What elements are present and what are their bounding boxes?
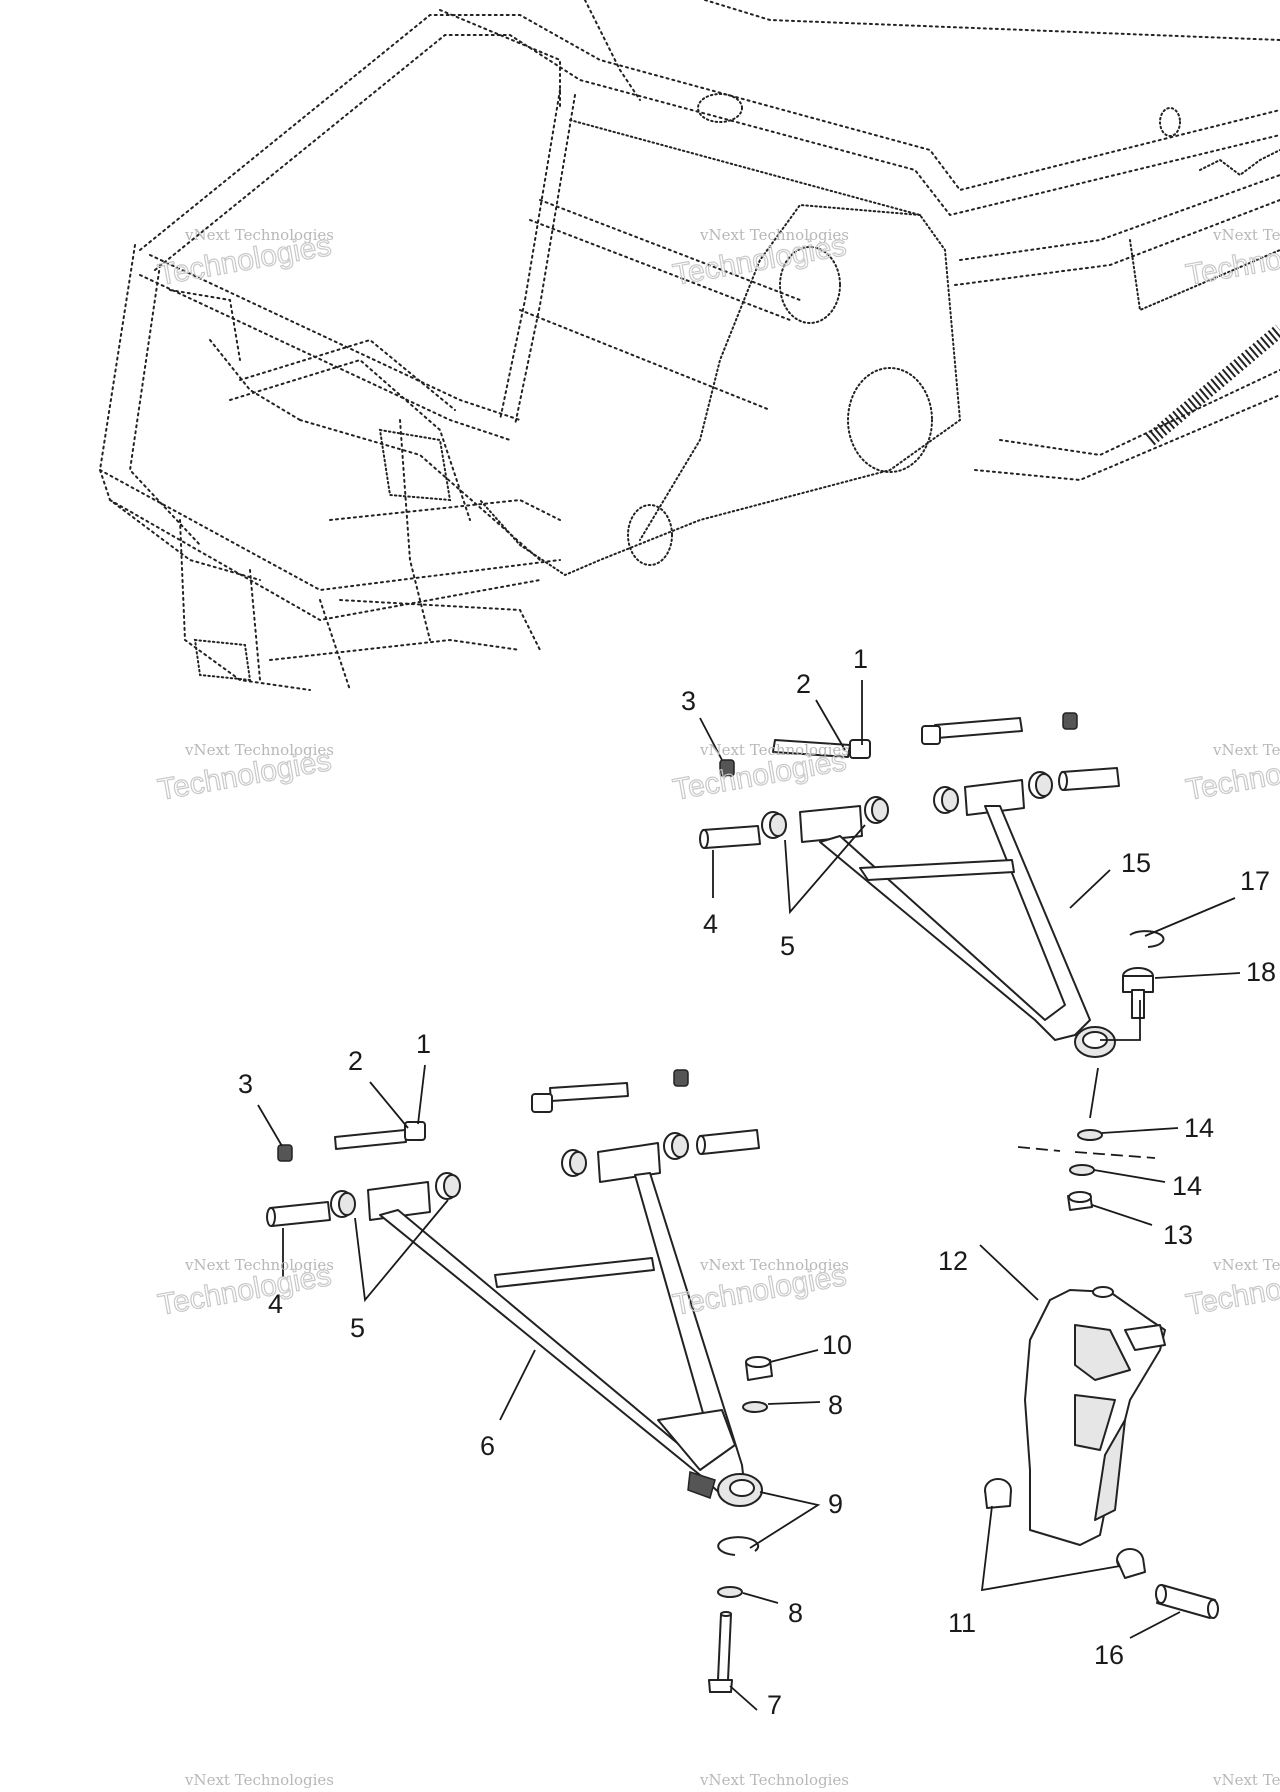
upper-nut-3	[719, 712, 1078, 777]
svg-text:vNext Technologies: vNext Technologies	[699, 741, 849, 759]
callout-upper-15: 15	[1121, 848, 1151, 878]
upper-nut-13	[1067, 1191, 1093, 1211]
upper-bolt-1	[772, 739, 871, 759]
watermark: vNext Technologies Technologies	[155, 226, 334, 292]
chassis-frame	[98, 0, 1280, 691]
lower-nut-3	[277, 1069, 689, 1162]
spindle-sleeve-16	[1155, 1584, 1219, 1619]
upper-snap-ring-17	[1129, 930, 1165, 948]
callout-upper-18: 18	[1246, 957, 1276, 987]
watermark: vNext Technologies Technologies	[1183, 1256, 1280, 1322]
callout-spindle-12: 12	[938, 1246, 968, 1276]
upper-bolt-2	[921, 717, 1023, 745]
watermark: vNext Technologies Technologies	[1183, 741, 1280, 807]
svg-text:vNext Technologies: vNext Technologies	[1212, 1256, 1280, 1274]
callout-upper-1: 1	[853, 644, 868, 674]
watermark: vNext Technologies	[184, 1771, 334, 1789]
svg-text:vNext Technologies: vNext Technologies	[1212, 741, 1280, 759]
callout-upper-17: 17	[1240, 866, 1270, 896]
callout-lower-5: 5	[350, 1313, 365, 1343]
watermarks: vNext Technologies Technologies vNext Te…	[155, 226, 1280, 1789]
spindle-bushing-11	[984, 1478, 1146, 1579]
callout-upper-14b: 14	[1172, 1171, 1202, 1201]
lower-snap-ring-9	[717, 1536, 760, 1556]
callout-lower-9: 9	[828, 1489, 843, 1519]
callout-lower-8a: 8	[828, 1390, 843, 1420]
svg-text:vNext Technologies: vNext Technologies	[184, 1256, 334, 1274]
upper-washers-14	[1017, 1129, 1156, 1176]
callout-lower-4: 4	[268, 1289, 283, 1319]
watermark: vNext Technologies Technologies	[1183, 226, 1280, 292]
upper-ball-joint-18	[1122, 967, 1154, 1019]
lower-bushing-5	[330, 1132, 689, 1218]
lower-sleeve-4	[266, 1129, 760, 1227]
callout-lower-7: 7	[767, 1690, 782, 1720]
svg-text:vNext Technologies: vNext Technologies	[184, 741, 334, 759]
callout-upper-5: 5	[780, 931, 795, 961]
callout-lower-3: 3	[238, 1069, 253, 1099]
lower-a-arm-assembly: 1 2 3 4 5 6 7 8 8 9 10	[238, 1029, 852, 1720]
upper-sleeve-4	[699, 767, 1120, 849]
callout-upper-4: 4	[703, 909, 718, 939]
lower-bolt-7	[708, 1611, 733, 1693]
svg-text:vNext Technologies: vNext Technologies	[699, 1771, 849, 1789]
callout-spindle-16: 16	[1094, 1640, 1124, 1670]
watermark: vNext Technologies Technologies	[670, 741, 849, 807]
watermark: vNext Technologies	[1212, 1771, 1280, 1789]
callout-upper-13: 13	[1163, 1220, 1193, 1250]
lower-a-arm-6	[367, 1142, 763, 1507]
svg-text:vNext Technologies: vNext Technologies	[699, 1256, 849, 1274]
upper-a-arm-15	[799, 779, 1116, 1058]
watermark: vNext Technologies Technologies	[155, 1256, 334, 1322]
lower-washer-8a	[742, 1401, 768, 1413]
callout-spindle-11: 11	[948, 1608, 976, 1638]
upper-a-arm-assembly: 1 2 3 4 5 15 17 18 14 14 13	[681, 644, 1276, 1250]
callout-upper-14a: 14	[1184, 1113, 1214, 1143]
lower-bolt-2	[531, 1082, 629, 1113]
svg-text:vNext Technologies: vNext Technologies	[184, 226, 334, 244]
spindle-assembly: 12 11 16	[938, 1244, 1219, 1670]
watermark: vNext Technologies	[699, 1771, 849, 1789]
lower-nut-10	[745, 1356, 773, 1381]
svg-text:vNext Technologies: vNext Technologies	[699, 226, 849, 244]
callout-upper-3: 3	[681, 686, 696, 716]
svg-text:vNext Technologies: vNext Technologies	[1212, 226, 1280, 244]
callout-lower-6: 6	[480, 1431, 495, 1461]
watermark: vNext Technologies Technologies	[155, 741, 334, 807]
callout-lower-8b: 8	[788, 1598, 803, 1628]
svg-text:vNext Technologies: vNext Technologies	[184, 1771, 334, 1789]
callout-lower-1: 1	[416, 1029, 431, 1059]
callout-lower-10: 10	[822, 1330, 852, 1360]
watermark: vNext Technologies Technologies	[670, 226, 849, 292]
upper-bushing-5	[761, 771, 1053, 839]
watermark: vNext Technologies Technologies	[670, 1256, 849, 1322]
lower-bolt-1	[334, 1121, 426, 1150]
callout-upper-2: 2	[796, 669, 811, 699]
spindle-12	[1024, 1286, 1166, 1546]
callout-lower-2: 2	[348, 1046, 363, 1076]
lower-washer-8b	[717, 1586, 743, 1598]
svg-text:vNext Technologies: vNext Technologies	[1212, 1771, 1280, 1789]
